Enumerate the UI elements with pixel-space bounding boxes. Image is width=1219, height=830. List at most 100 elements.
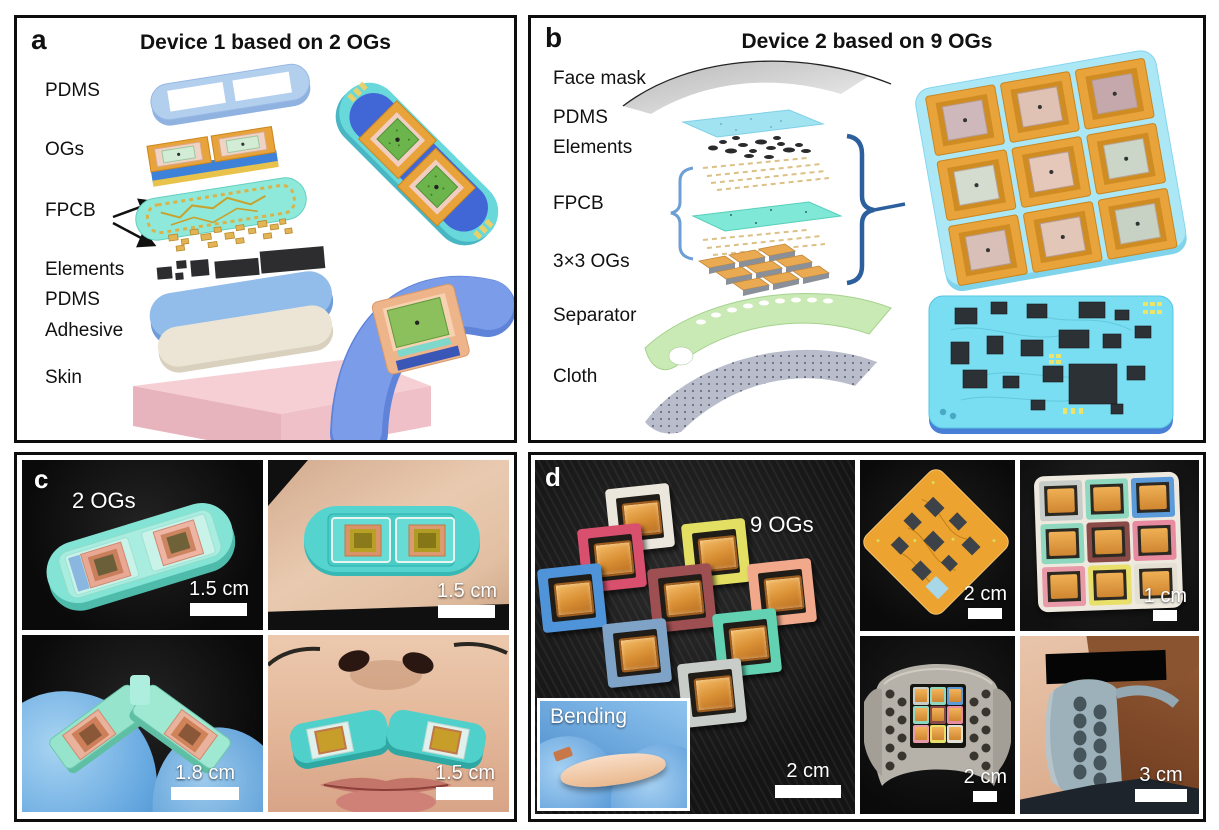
og-sensor [601, 617, 673, 689]
fpcb-sheet-layer [691, 201, 843, 232]
scale-bar: 2 cm [964, 584, 1007, 619]
scale-bar-rule [1135, 789, 1187, 802]
assembled-device-bent [330, 275, 514, 440]
worn-mask-illustration [1045, 679, 1180, 799]
og-chip [693, 674, 735, 713]
scale-bar-label: 3 cm [1139, 764, 1183, 786]
photo-mask-worn: 3 cm [1020, 636, 1199, 814]
og-tiles-layer [697, 243, 831, 296]
array-cell [1130, 476, 1176, 519]
photo-two-og-device-bent: 1.8 cm [22, 635, 263, 812]
black-elements-layer [156, 246, 326, 281]
panel-a-title: Device 1 based on 2 OGs [140, 31, 391, 54]
elements-layer-b [708, 136, 811, 159]
scale-bar-label: 2 cm [963, 583, 1007, 605]
panel-b: b Device 2 based on 9 OGs Face mask PDMS… [528, 15, 1206, 443]
layer-label-fpcb-b: FPCB [553, 193, 604, 214]
photo-two-og-device-under-nose: 1.5 cm [268, 635, 509, 812]
scale-bar: 3 cm [1135, 765, 1187, 802]
layer-label-ogs: OGs [45, 139, 85, 160]
photo-nine-og-sensors: d 9 OGs Bending 2 cm [535, 460, 855, 814]
scale-bar-rule [775, 785, 841, 798]
scale-bar-label: 2 cm [786, 760, 830, 782]
photo-mask-holder: 2 cm [860, 636, 1015, 814]
mini-cell [947, 725, 963, 743]
mini-cell [930, 725, 946, 743]
scale-bar-label: 1.5 cm [434, 762, 495, 784]
layer-label-pdms-bottom: PDMS [45, 289, 100, 310]
scale-bar-rule [1153, 610, 1178, 621]
two-og-device-illustration [46, 503, 236, 611]
group-brace [846, 133, 906, 286]
array-cell [1041, 565, 1087, 608]
layer-label-pdms-b: PDMS [553, 107, 608, 128]
photo-two-og-device-on-black: c 2 OGs 1.5 cm [22, 460, 263, 630]
photo-assembled-array: 1 cm [1020, 460, 1199, 631]
scale-bar-label: 1.5 cm [188, 578, 249, 600]
mini-cell [930, 706, 946, 724]
array-cell [1132, 519, 1177, 562]
scale-bar-rule [973, 791, 998, 802]
mini-cell [947, 687, 963, 705]
gold-traces-upper [702, 157, 830, 191]
mini-array [913, 687, 963, 743]
panel-b-diagram [622, 50, 1187, 434]
adhesive-layer [157, 305, 334, 373]
scale-bar-rule [438, 605, 496, 618]
array-cell [1087, 564, 1133, 606]
layer-label-skin: Skin [45, 367, 82, 388]
face-illustration [268, 642, 508, 812]
scale-bar: 1 cm [1144, 586, 1187, 621]
nine-ogs-label: 9 OGs [750, 512, 814, 537]
mini-cell [913, 687, 929, 705]
orange-fpcb-illustration [863, 469, 1009, 615]
two-og-device-on-skin-illustration [304, 506, 480, 576]
scale-bar: 2 cm [775, 761, 841, 798]
layer-label-fpcb: FPCB [45, 200, 96, 221]
assembled-device-flat [335, 81, 499, 246]
photo-two-og-device-on-skin: 1.5 cm [268, 460, 509, 630]
ogs-layer [146, 125, 279, 187]
scale-bar-rule [190, 603, 248, 616]
scale-bar-rule [171, 787, 239, 800]
scale-bar: 1.5 cm [435, 763, 495, 800]
scale-bar-rule [436, 787, 494, 800]
panel-c: c 2 OGs 1.5 cm [14, 452, 517, 822]
photo-orange-fpcb: 2 cm [860, 460, 1015, 631]
bending-label: Bending [550, 705, 628, 728]
scale-bar-rule [968, 608, 1003, 619]
panel-d-letter: d [545, 462, 561, 492]
layer-label-adhesive: Adhesive [45, 320, 124, 341]
scale-bar: 1.5 cm [189, 579, 249, 616]
face-mask-layer [622, 60, 892, 114]
panel-a-letter: a [31, 24, 47, 55]
array-cell [1084, 478, 1130, 520]
cloth-layer [645, 349, 877, 434]
gold-elements-layer [167, 218, 293, 252]
bent-device-illustration [49, 675, 231, 774]
layer-label-pdms-top: PDMS [45, 80, 100, 101]
pdms-frame-layer [150, 63, 311, 126]
pdms-sheet-layer [681, 109, 825, 138]
bending-inset: Bending [537, 698, 690, 811]
scale-bar: 2 cm [964, 767, 1007, 802]
fpcb-layer [135, 177, 307, 241]
panel-c-letter: c [34, 464, 49, 494]
panel-b-letter: b [545, 22, 563, 53]
array-cell [1038, 479, 1084, 522]
array-render [915, 50, 1187, 292]
scale-bar-label: 2 cm [963, 766, 1007, 788]
og-chip [728, 624, 770, 663]
layer-label-3x3-ogs: 3×3 OGs [553, 251, 630, 272]
og-chip [618, 634, 660, 673]
panel-a: a Device 1 based on 2 OGs PDMS OGs FPCB … [14, 15, 517, 443]
pcb-render [928, 295, 1174, 434]
mini-cell [913, 725, 929, 743]
scale-bar: 1.5 cm [437, 581, 497, 618]
mini-cell [913, 706, 929, 724]
mini-cell [947, 706, 963, 724]
scale-bar-label: 1.5 cm [436, 580, 497, 602]
panel-a-diagram [112, 63, 514, 440]
separator-layer [644, 293, 892, 371]
